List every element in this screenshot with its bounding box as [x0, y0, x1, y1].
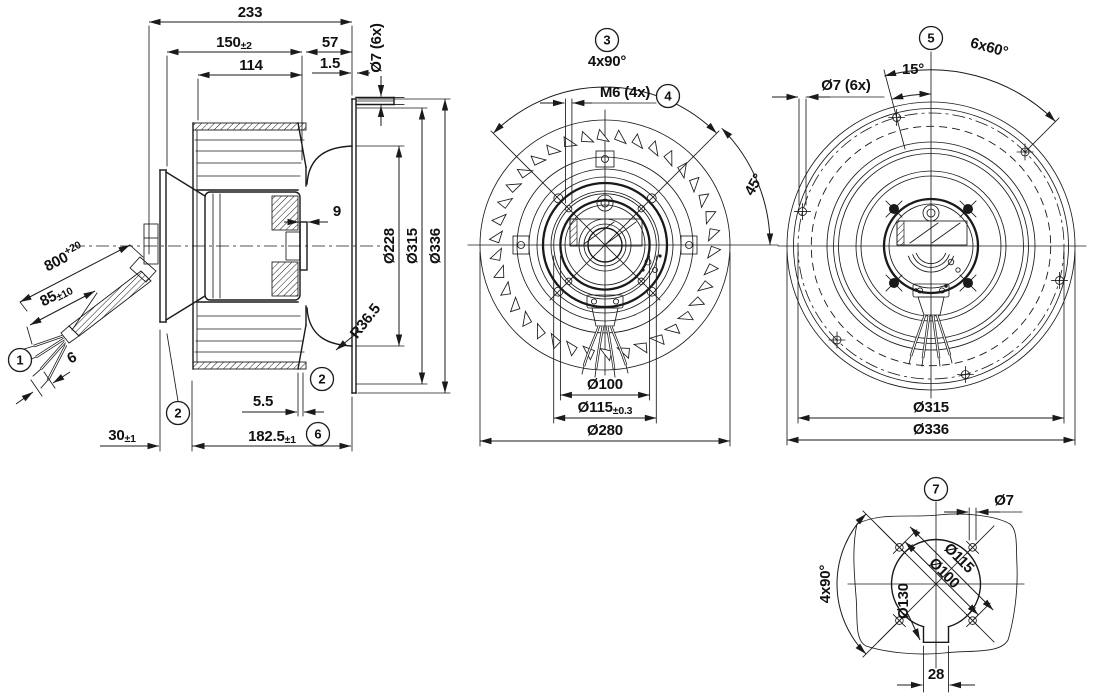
callout-7: 7 [923, 476, 949, 502]
dim-dia7-cutout: Ø7 [994, 492, 1014, 509]
cable-gland-rear [908, 283, 953, 367]
dim-dia228: Ø228 [381, 228, 398, 264]
dim-1-5: 1.5 [320, 55, 340, 72]
dim-dia315-rear: Ø315 [913, 399, 949, 416]
dim-wire-length: 85±10 [37, 280, 75, 311]
callout-6: 6 [305, 421, 331, 447]
mounting-cutout-view: 4x90° Ø115 Ø100 Ø130 Ø7 28 7 [817, 476, 1025, 693]
dim-150: 150±2 [216, 34, 252, 52]
callout-4: 4 [655, 83, 681, 109]
dim-dia130: Ø130 [895, 583, 912, 619]
dim-dia336: Ø336 [427, 228, 444, 264]
dim-dia336-rear: Ø336 [913, 421, 949, 438]
svg-text:7: 7 [932, 482, 939, 497]
blade-inner-circle [516, 156, 694, 334]
dim-5-5: 5.5 [253, 393, 273, 410]
callout-2-inlet: 2 [309, 366, 335, 392]
rear-view: 15° 6x60° Ø7 (6x) Ø315 Ø336 5 [772, 25, 1087, 446]
front-view: 4x90° 45° M6 (4x) Ø100 Ø115±0.3 Ø280 3 4 [467, 27, 779, 447]
front-dimensions: 4x90° 45° M6 (4x) Ø100 Ø115±0.3 Ø280 [479, 53, 774, 447]
svg-text:1: 1 [16, 353, 23, 368]
svg-text:4: 4 [664, 89, 672, 104]
dim-dia7-6x: Ø7 (6x) [821, 77, 871, 94]
callout-2-bracket: 2 [165, 333, 191, 426]
dim-dia280: Ø280 [587, 422, 623, 439]
dim-6x60: 6x60° [968, 34, 1010, 60]
dim-dia115: Ø115±0.3 [578, 399, 633, 417]
dim-m6: M6 (4x) [600, 84, 650, 101]
dim-dia315: Ø315 [404, 228, 421, 264]
dim-overall-depth: 233 [238, 4, 262, 21]
side-section-view: 233 150±2 57 114 1.5 Ø7 (6x) 9 Ø228 Ø315 [7, 4, 451, 452]
blade-outer-circle [479, 119, 731, 371]
dim-dia100: Ø100 [587, 376, 623, 393]
svg-text:5: 5 [927, 31, 934, 46]
impeller-profile [192, 122, 307, 370]
motor-flange-front [490, 130, 720, 322]
dim-4x90-cutout: 4x90° [817, 565, 834, 604]
callout-5: 5 [918, 25, 944, 51]
cutout-dimensions: 4x90° Ø115 Ø100 Ø130 Ø7 28 [817, 492, 1023, 693]
cable-gland-front [581, 294, 629, 378]
dim-114: 114 [239, 57, 263, 74]
support-bracket-profile [159, 169, 206, 323]
dim-45deg: 45° [741, 171, 767, 199]
dim-tab-hole: Ø7 (6x) [368, 23, 385, 73]
svg-text:3: 3 [603, 33, 610, 48]
callout-1: 1 [7, 347, 33, 373]
callout-3: 3 [594, 27, 620, 53]
dim-strip-6: 6 [64, 349, 79, 368]
dim-182-5: 182.5±1 [248, 428, 296, 446]
svg-text:2: 2 [318, 372, 325, 387]
motor-rear-details [885, 200, 977, 292]
dim-57: 57 [322, 34, 338, 51]
dim-4x90: 4x90° [588, 53, 627, 70]
motor-screws [885, 200, 977, 292]
side-dimensions: 233 150±2 57 114 1.5 Ø7 (6x) 9 Ø228 Ø315 [15, 4, 451, 452]
svg-text:6: 6 [314, 427, 321, 442]
dim-28: 28 [928, 666, 944, 683]
svg-text:2: 2 [174, 406, 181, 421]
power-cable [23, 256, 157, 389]
dim-cable-length: 800+20 [41, 239, 87, 275]
dim-30: 30±1 [108, 427, 136, 445]
dim-9: 9 [333, 203, 341, 220]
motor-label-plate-rear [896, 220, 968, 246]
